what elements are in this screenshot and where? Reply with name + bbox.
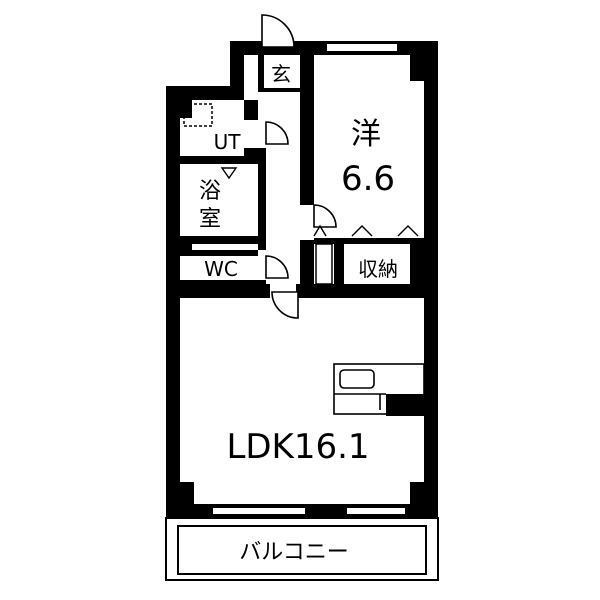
kitchen-counter <box>333 363 425 415</box>
wall-corners <box>180 55 424 504</box>
label-entrance: 玄 <box>271 62 291 86</box>
balcony <box>165 517 439 581</box>
label-balcony: バルコニー <box>239 540 349 565</box>
window-western-top <box>325 42 399 53</box>
window-ldk-bottom-left <box>211 506 307 516</box>
wc-door <box>265 255 289 279</box>
entrance-door <box>261 14 295 48</box>
shoe-cabinet <box>315 243 333 285</box>
label-bathroom-line1: 浴 <box>199 179 221 204</box>
window-ldk-bottom-right <box>345 506 407 516</box>
label-western-size: 6.6 <box>341 159 395 199</box>
western-door <box>313 204 337 228</box>
ldk-door <box>271 291 299 319</box>
label-western-name: 洋 <box>351 117 381 152</box>
label-storage: 収納 <box>358 257 398 281</box>
bath-marker-icon <box>220 167 238 180</box>
label-toilet: WC <box>204 257 238 281</box>
ut-door <box>265 121 289 145</box>
interior-walls <box>180 55 424 416</box>
label-bathroom-line2: 室 <box>199 207 221 232</box>
storage-door-icons <box>313 224 419 237</box>
sink-icon <box>339 369 375 389</box>
windows <box>211 42 407 516</box>
doors <box>261 14 337 319</box>
label-utility: UT <box>214 130 242 154</box>
label-ldk: LDK16.1 <box>226 427 369 467</box>
